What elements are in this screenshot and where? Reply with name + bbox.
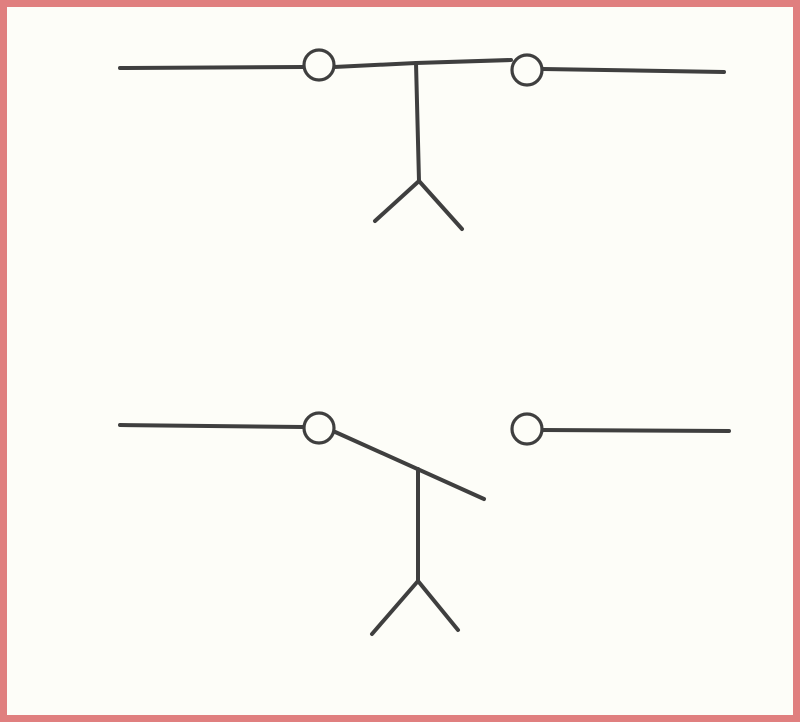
closed-switch-left-terminal — [304, 50, 334, 80]
open-switch-right-terminal — [512, 414, 542, 444]
closed-switch-right-terminal — [512, 55, 542, 85]
closed-switch-actuator-stem — [416, 63, 419, 181]
closed-switch — [120, 50, 724, 229]
open-switch — [120, 413, 729, 634]
closed-switch-right-lead — [543, 69, 724, 72]
open-switch-left-lead — [120, 425, 303, 427]
closed-switch-blade — [334, 60, 511, 67]
open-switch-right-lead — [542, 430, 729, 431]
closed-switch-left-lead — [120, 67, 303, 68]
open-switch-left-terminal — [304, 413, 334, 443]
closed-switch-actuator-right-prong — [419, 181, 462, 229]
open-switch-actuator-right-prong — [418, 581, 458, 630]
closed-switch-actuator-left-prong — [375, 181, 419, 221]
open-switch-blade — [333, 431, 484, 499]
open-switch-actuator-left-prong — [372, 581, 418, 634]
